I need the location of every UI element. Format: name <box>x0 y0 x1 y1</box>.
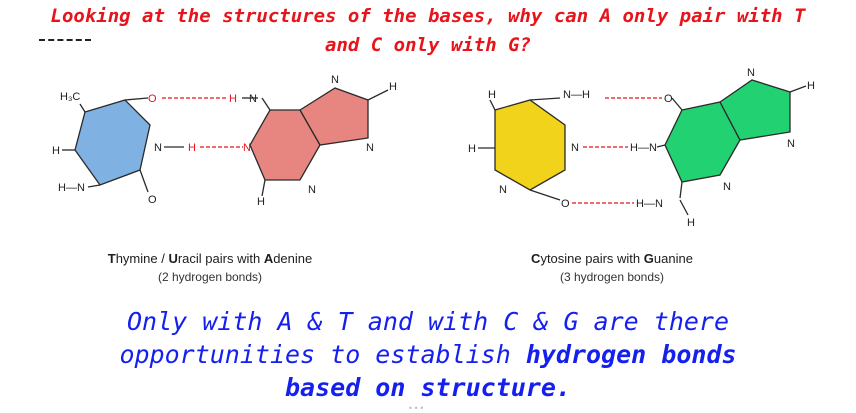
atom-label: N—H <box>563 89 590 101</box>
adenine-pentagon <box>299 87 369 146</box>
left-pair-caption: Thymine / Uracil pairs with Adenine (2 h… <box>60 250 360 286</box>
atom-label: H—N <box>58 182 85 194</box>
atom-label: H <box>488 89 496 101</box>
atom-label: H <box>257 196 265 208</box>
atom-label: N <box>308 184 316 196</box>
atom-label: H <box>229 93 237 105</box>
atom-label: N <box>787 138 795 150</box>
answer-line-2: opportunities to establish hydrogen bond… <box>119 340 737 369</box>
atom-label: O <box>664 93 673 105</box>
answer-line-1: Only with A & T and with C & G are there <box>126 307 730 336</box>
guanine-pentagon <box>719 79 791 141</box>
question-line-2: and C only with G? <box>325 34 531 56</box>
atom-label: N <box>571 142 579 154</box>
atom-label: H <box>188 142 196 154</box>
dash-decoration <box>39 39 91 43</box>
atom-label: N <box>331 74 339 86</box>
question-line-1: Looking at the structures of the bases, … <box>50 5 806 27</box>
right-pair-subcaption: (3 hydrogen bonds) <box>559 270 665 284</box>
atom-label: O <box>148 93 157 105</box>
right-pair-caption: Cytosine pairs with Guanine (3 hydrogen … <box>462 250 762 286</box>
atom-label: N <box>243 142 251 154</box>
atom-label: N <box>723 181 731 193</box>
atom-label: H₃C <box>60 91 80 103</box>
atom-label: H <box>52 145 60 157</box>
answer-line-3: based on structure. <box>285 373 571 402</box>
atom-label: N <box>249 93 257 105</box>
atom-label: N <box>499 184 507 196</box>
cytosine-ring <box>494 99 566 191</box>
slide-handle-icon[interactable]: ••• <box>408 404 426 413</box>
atom-label: O <box>148 194 157 206</box>
atom-label: H <box>807 80 815 92</box>
atom-label: N <box>747 67 755 79</box>
atom-label: O <box>561 198 570 210</box>
atom-label: N <box>366 142 374 154</box>
left-pair-subcaption: (2 hydrogen bonds) <box>157 270 263 284</box>
atom-label: H—N <box>630 142 657 154</box>
atom-label: N <box>154 142 162 154</box>
atom-label: H <box>687 217 695 229</box>
atom-label: H <box>468 143 476 155</box>
atom-label: H—N <box>636 198 663 210</box>
atom-label: H <box>389 81 397 93</box>
thymine-ring <box>74 99 151 186</box>
